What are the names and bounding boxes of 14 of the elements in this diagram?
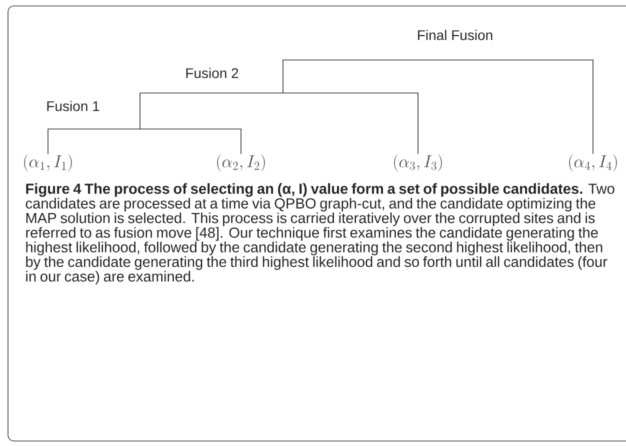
bracket-line bbox=[48, 128, 74, 154]
bracket-line bbox=[140, 92, 212, 130]
candidate-label: $(\alpha_3, I_3)$ bbox=[394, 154, 442, 172]
fusion-label: Fusion 2 bbox=[186, 68, 238, 78]
bracket-line bbox=[212, 92, 418, 154]
candidate-label: $(\alpha_1, I_1)$ bbox=[24, 154, 72, 172]
candidate-label: $(\alpha_2, I_2)$ bbox=[217, 154, 265, 172]
fusion-label: Final Fusion bbox=[418, 30, 492, 40]
bracket-line bbox=[282, 60, 456, 94]
fusion-label: Fusion 1 bbox=[47, 100, 100, 112]
bracket-line bbox=[72, 128, 242, 154]
candidate-label: $(\alpha_4, I_4)$ bbox=[569, 154, 617, 172]
figure-caption: Figure 4 The process of selecting an (α, I) value form a set of possible candidates. Two candidates are processed at a time via QPBO graph-cut, and the candidate optimizing the MAP solution is selected. This process is carried iteratively over the corrupted sites and is referred to as fusion move [48]. Our technique first examines the candidate generating the highest likelihood, followed by the candidate generating the second highest likelihood, then by the candidate generating the third highest likelihood and so forth until all candidates (four in our case) are examined. bbox=[26, 183, 614, 285]
bracket-line bbox=[454, 60, 594, 154]
